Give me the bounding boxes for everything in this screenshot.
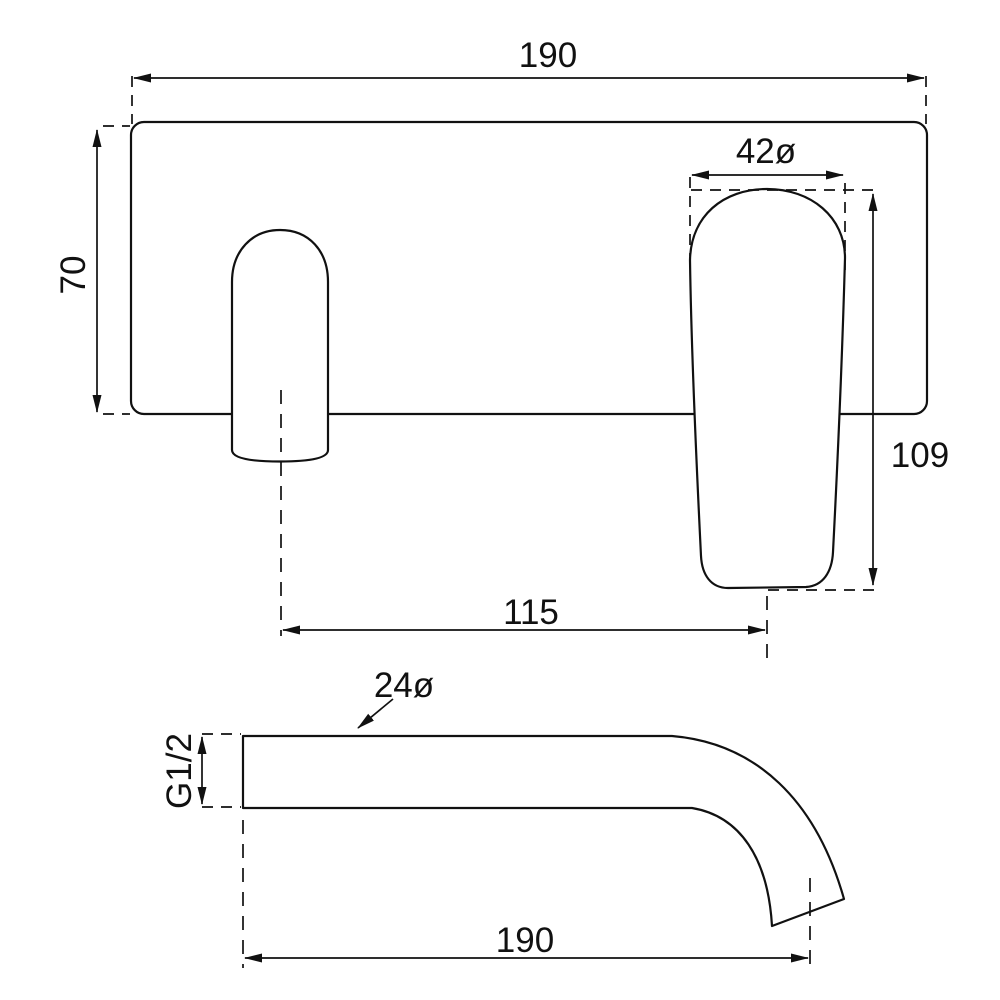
side-view: [241, 734, 846, 928]
dim-label-plate-height: 70: [54, 256, 93, 295]
dimensions-top-view: 190 70 42ø 109 115: [54, 36, 949, 660]
dim-label-plate-width: 190: [519, 36, 577, 75]
dim-label-center-distance: 115: [503, 593, 559, 632]
dim-label-spout-diameter: 24ø: [374, 666, 434, 705]
spout-profile-outline: [241, 734, 846, 928]
dim-label-handle-diameter: 42ø: [736, 132, 796, 171]
dim-label-handle-length: 109: [891, 436, 949, 475]
top-view: [129, 120, 929, 590]
handle-outline: [688, 187, 847, 590]
dim-label-thread: G1/2: [160, 733, 199, 809]
leader-line-spout-diameter: [357, 698, 394, 729]
dim-label-spout-length: 190: [496, 921, 554, 960]
spout-stub-outline: [230, 228, 330, 463]
dimensions-side-view: 24ø G1/2 190: [160, 666, 811, 968]
